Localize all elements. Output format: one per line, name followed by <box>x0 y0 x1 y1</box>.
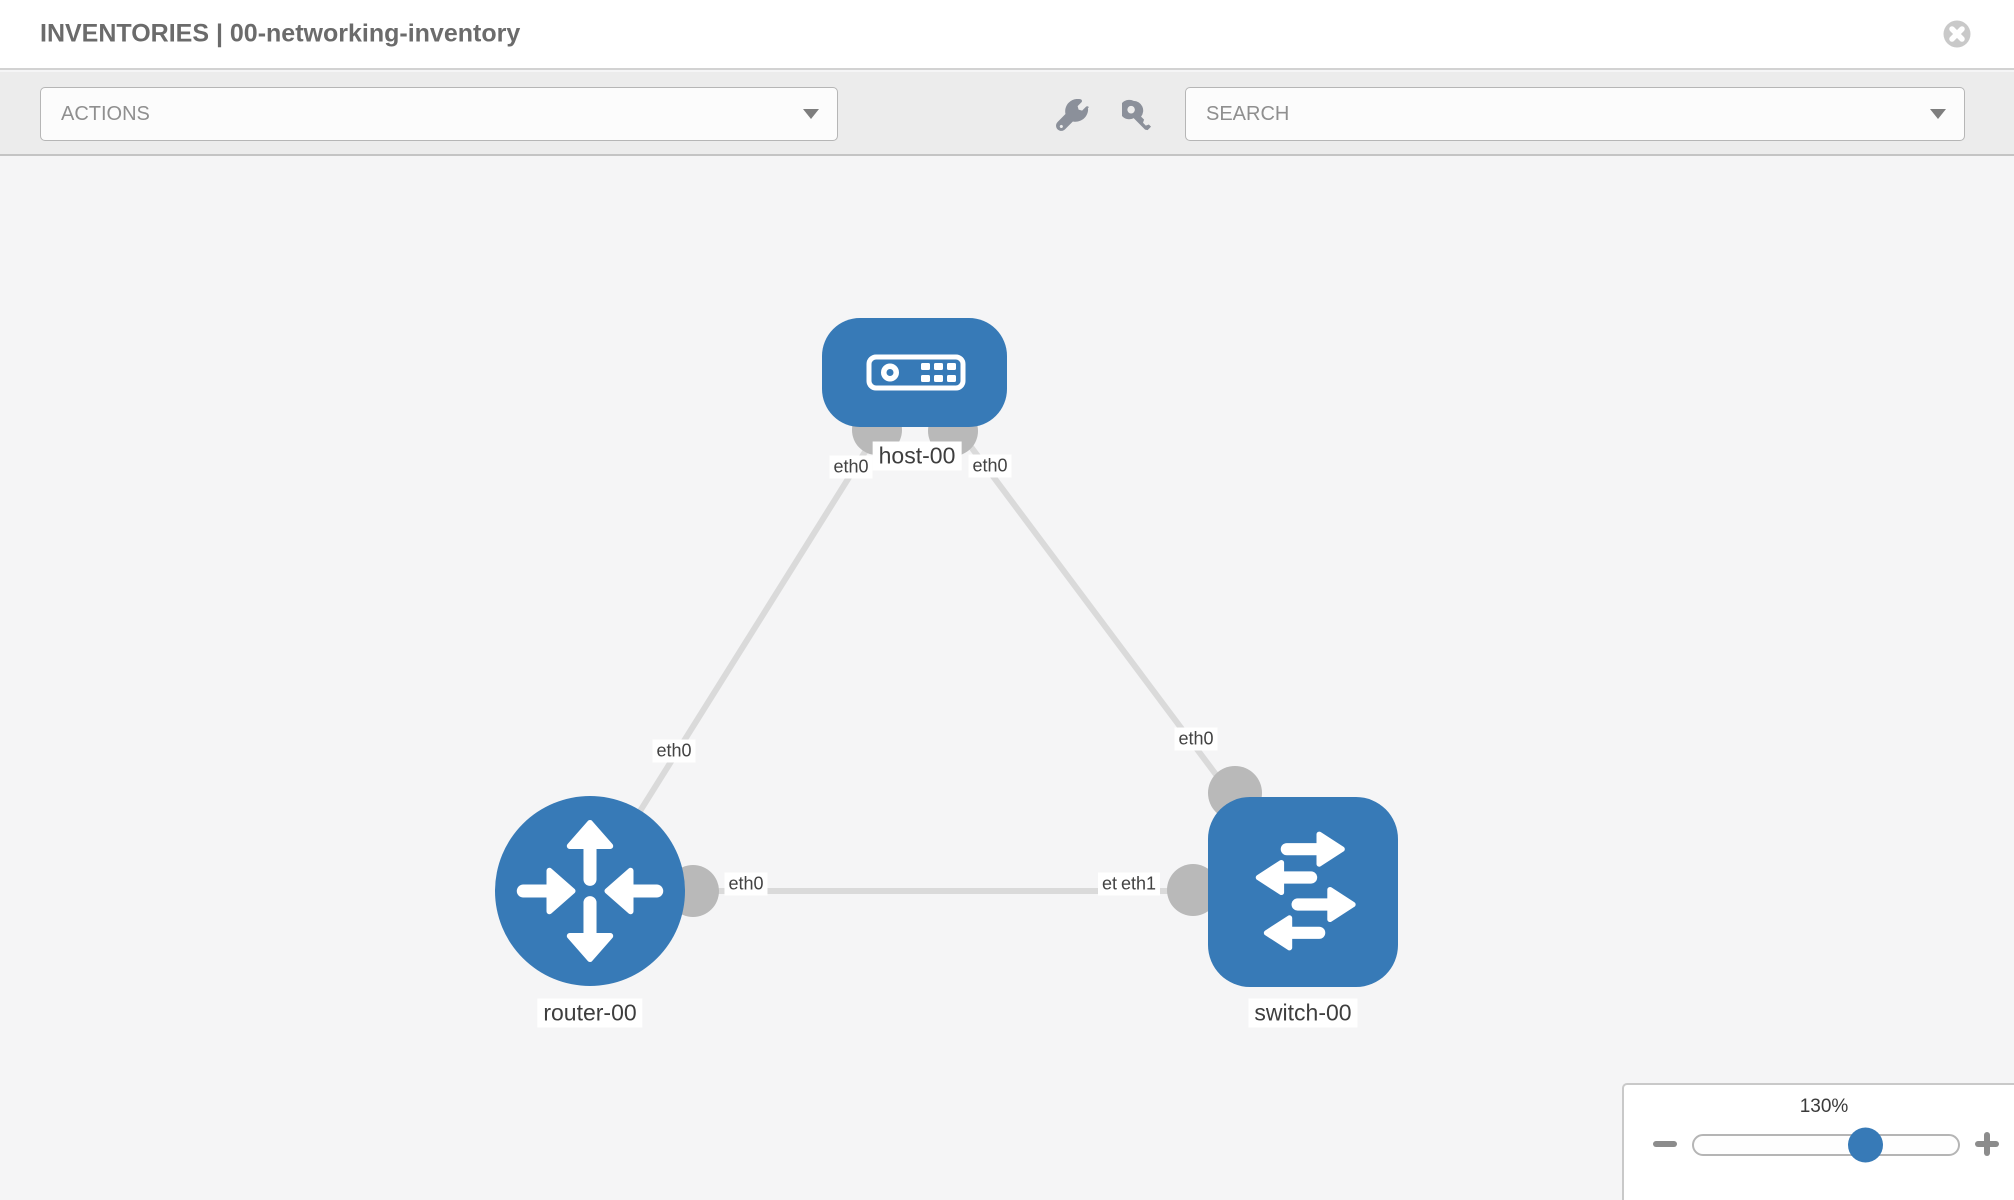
close-icon <box>1943 20 1971 48</box>
page-title: INVENTORIES | 00-networking-inventory <box>40 19 521 48</box>
node-host-00[interactable] <box>822 318 1007 427</box>
iface-label-router-link-eth0: eth0 <box>652 739 696 763</box>
server-icon <box>866 354 966 391</box>
zoom-control-panel: 130% <box>1622 1083 2014 1200</box>
iface-label-switch-eth1: eth1 <box>1117 872 1161 896</box>
wrench-button[interactable] <box>1056 98 1090 133</box>
iface-label-router-eth0: eth0 <box>724 872 768 896</box>
header-bar: INVENTORIES | 00-networking-inventory <box>0 0 2014 70</box>
topology-canvas[interactable]: eth0 host-00 eth0 eth0 eth0 eth0 eth0 et… <box>0 158 2014 1200</box>
search-dropdown-value: SEARCH <box>1206 102 1290 125</box>
route-arrows-icon <box>516 819 664 963</box>
interface-ports <box>667 405 1262 917</box>
key-icon <box>1119 99 1152 131</box>
wrench-icon <box>1056 98 1090 131</box>
zoom-in-icon[interactable] <box>1975 1132 1999 1156</box>
key-button[interactable] <box>1119 99 1156 133</box>
zoom-level-value: 130% <box>1799 1096 1849 1117</box>
search-dropdown[interactable]: SEARCH <box>1185 87 1965 141</box>
iface-label-host-eth0-right: eth0 <box>968 454 1012 478</box>
node-label-switch-00: switch-00 <box>1248 998 1358 1028</box>
iface-label-switch-top-eth0: eth0 <box>1174 727 1218 751</box>
close-button[interactable] <box>1943 20 1971 48</box>
actions-dropdown-value: ACTIONS <box>61 102 150 125</box>
port-switch-eth1-left <box>1167 864 1219 916</box>
caret-down-icon <box>1930 109 1946 119</box>
zoom-out-icon[interactable] <box>1653 1141 1677 1147</box>
caret-down-icon <box>803 109 819 119</box>
toolbar: ACTIONS SEARCH <box>0 72 2014 156</box>
node-label-router-00: router-00 <box>537 998 643 1028</box>
node-switch-00[interactable] <box>1208 797 1398 987</box>
node-router-00[interactable] <box>495 796 685 986</box>
node-label-host-00: host-00 <box>872 441 962 471</box>
iface-label-host-eth0-left: eth0 <box>829 455 873 479</box>
zoom-slider-handle[interactable] <box>1848 1127 1883 1163</box>
exchange-arrows-icon <box>1255 831 1356 951</box>
zoom-slider-track[interactable] <box>1692 1127 1960 1163</box>
actions-dropdown[interactable]: ACTIONS <box>40 87 838 141</box>
